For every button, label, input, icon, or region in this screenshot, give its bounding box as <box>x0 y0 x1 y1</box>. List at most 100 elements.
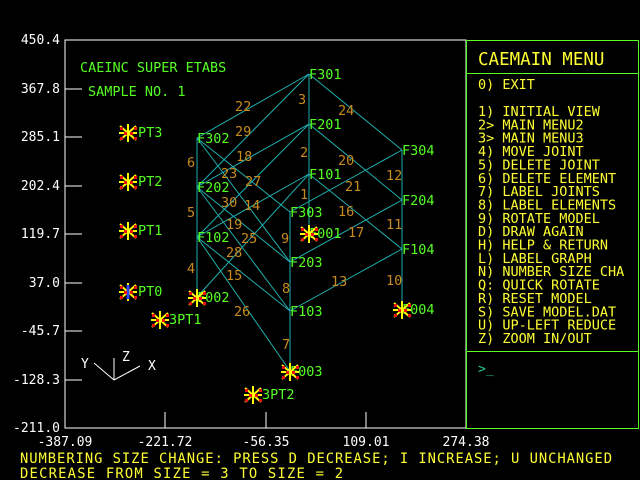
triad-y-label: Y <box>81 357 89 372</box>
supports <box>119 124 411 404</box>
menu-item[interactable]: 0) EXIT <box>478 77 535 93</box>
joint-label-F203[interactable]: F203 <box>290 255 323 271</box>
member-27[interactable] <box>196 123 310 238</box>
menu-item[interactable]: U) UP-LEFT REDUCE <box>478 318 616 334</box>
support-icon[interactable] <box>281 363 299 381</box>
menu-item[interactable]: 3> MAIN MENU3 <box>478 131 584 147</box>
member-23[interactable] <box>196 137 291 213</box>
status-line-1: NUMBERING SIZE CHANGE: PRESS D DECREASE;… <box>20 451 612 467</box>
joint-label-F204[interactable]: F204 <box>402 193 435 209</box>
element-label-16: 16 <box>338 204 354 220</box>
element-label-23: 23 <box>221 166 237 182</box>
element-label-9: 9 <box>281 231 289 247</box>
menu-item[interactable]: L) LABEL GRAPH <box>478 251 592 267</box>
member-16[interactable] <box>308 173 403 250</box>
x-axis-arrow <box>113 365 141 381</box>
element-label-2: 2 <box>300 145 308 161</box>
x-tick-label: 274.38 <box>443 435 490 450</box>
member-30[interactable] <box>196 137 291 263</box>
joint-label-F302[interactable]: F302 <box>197 131 230 147</box>
member-19[interactable] <box>196 186 291 263</box>
member-14[interactable] <box>196 173 310 238</box>
axis-triad: Y Z X <box>81 350 156 381</box>
element-label-30: 30 <box>221 195 237 211</box>
menu-item[interactable]: 9) ROTATE MODEL <box>478 211 600 227</box>
y-tick-label: -45.7 <box>21 324 60 339</box>
member-13[interactable] <box>289 248 403 312</box>
joint-label-F301[interactable]: F301 <box>309 67 342 83</box>
member-28[interactable] <box>196 173 310 298</box>
member-21[interactable] <box>289 149 403 213</box>
y-tick-label: 37.0 <box>29 276 60 291</box>
point-label-3PT2[interactable]: 3PT2 <box>262 387 295 403</box>
member-24[interactable] <box>308 73 403 151</box>
point-label-PT3[interactable]: PT3 <box>138 125 162 141</box>
joint-label-F303[interactable]: F303 <box>290 205 323 221</box>
menu-item[interactable]: 1) INITIAL VIEW <box>478 104 601 120</box>
point-label-PT0[interactable]: PT0 <box>138 284 162 300</box>
menu-item[interactable]: Q: QUICK ROTATE <box>478 278 600 294</box>
support-icon[interactable] <box>119 173 137 191</box>
element-label-29: 29 <box>235 124 251 140</box>
joint-label-F103[interactable]: F103 <box>290 304 323 320</box>
menu-item[interactable]: N) NUMBER SIZE CHA <box>478 264 624 280</box>
menu-item[interactable]: 7) LABEL JOINTS <box>478 184 600 200</box>
menu-item[interactable]: 4) MOVE JOINT <box>478 144 584 160</box>
member-17[interactable] <box>289 199 403 263</box>
point-label-PT1[interactable]: PT1 <box>138 223 162 239</box>
member-20[interactable] <box>308 123 403 201</box>
joint-label-F201[interactable]: F201 <box>309 117 342 133</box>
plot-subtitle: SAMPLE NO. 1 <box>88 84 186 100</box>
y-tick-label: 285.1 <box>21 130 60 145</box>
menu-item[interactable]: S) SAVE MODEL.DAT <box>478 304 616 320</box>
menu-item[interactable]: 6) DELETE ELEMENT <box>478 171 616 187</box>
menu-item[interactable]: 5) DELETE JOINT <box>478 157 600 173</box>
status-line-2: DECREASE FROM SIZE = 3 TO SIZE = 2 <box>20 466 343 480</box>
joint-label-F104[interactable]: F104 <box>402 242 435 258</box>
member-18[interactable] <box>196 123 310 188</box>
member-15[interactable] <box>196 236 291 312</box>
element-label-3: 3 <box>298 92 306 108</box>
menu-item[interactable]: D) DRAW AGAIN <box>478 224 584 240</box>
point-label-PT2[interactable]: PT2 <box>138 174 162 190</box>
element-label-18: 18 <box>236 149 252 165</box>
y-tick-label: 450.4 <box>21 33 60 48</box>
frame-members <box>196 73 403 372</box>
support-icon[interactable] <box>244 386 262 404</box>
command-prompt[interactable]: >_ <box>478 362 494 377</box>
menu-item[interactable]: 2> MAIN MENU2 <box>478 117 584 133</box>
member-29[interactable] <box>196 73 310 188</box>
menu-border <box>466 40 639 429</box>
menu-item[interactable]: 8) LABEL ELEMENTS <box>478 197 616 213</box>
member-25[interactable] <box>196 186 291 312</box>
member-26[interactable] <box>196 236 291 372</box>
element-label-28: 28 <box>226 245 242 261</box>
element-label-4: 4 <box>187 261 195 277</box>
support-icon[interactable] <box>300 225 318 243</box>
support-icon[interactable] <box>188 289 206 307</box>
menu-item[interactable]: R) RESET MODEL <box>478 291 592 307</box>
joint-label-F102[interactable]: F102 <box>197 230 230 246</box>
element-label-6: 6 <box>187 155 195 171</box>
support-icon[interactable] <box>119 222 137 240</box>
support-icon[interactable] <box>393 301 411 319</box>
x-tick-label: -221.72 <box>138 435 193 450</box>
menu-item[interactable]: Z) ZOOM IN/OUT <box>478 331 592 347</box>
x-tick-label: -56.35 <box>243 435 290 450</box>
point-label-3PT1[interactable]: 3PT1 <box>169 312 202 328</box>
support-icon[interactable] <box>119 124 137 142</box>
element-label-8: 8 <box>282 281 290 297</box>
joint-label-F202[interactable]: F202 <box>197 180 230 196</box>
y-tick-label: 119.7 <box>21 227 60 242</box>
member-22[interactable] <box>196 73 310 139</box>
joint-label-F304[interactable]: F304 <box>402 143 435 159</box>
support-icon[interactable] <box>151 311 169 329</box>
element-label-1: 1 <box>300 187 308 203</box>
support-icon[interactable] <box>119 283 137 301</box>
element-label-25: 25 <box>241 231 257 247</box>
plot-title: CAEINC SUPER ETABS <box>80 60 226 76</box>
menu-item[interactable]: H) HELP & RETURN <box>478 238 608 254</box>
joint-label-F101[interactable]: F101 <box>309 167 342 183</box>
y-axis: 450.4367.8285.1202.4119.737.0-45.7-128.3… <box>13 33 82 436</box>
